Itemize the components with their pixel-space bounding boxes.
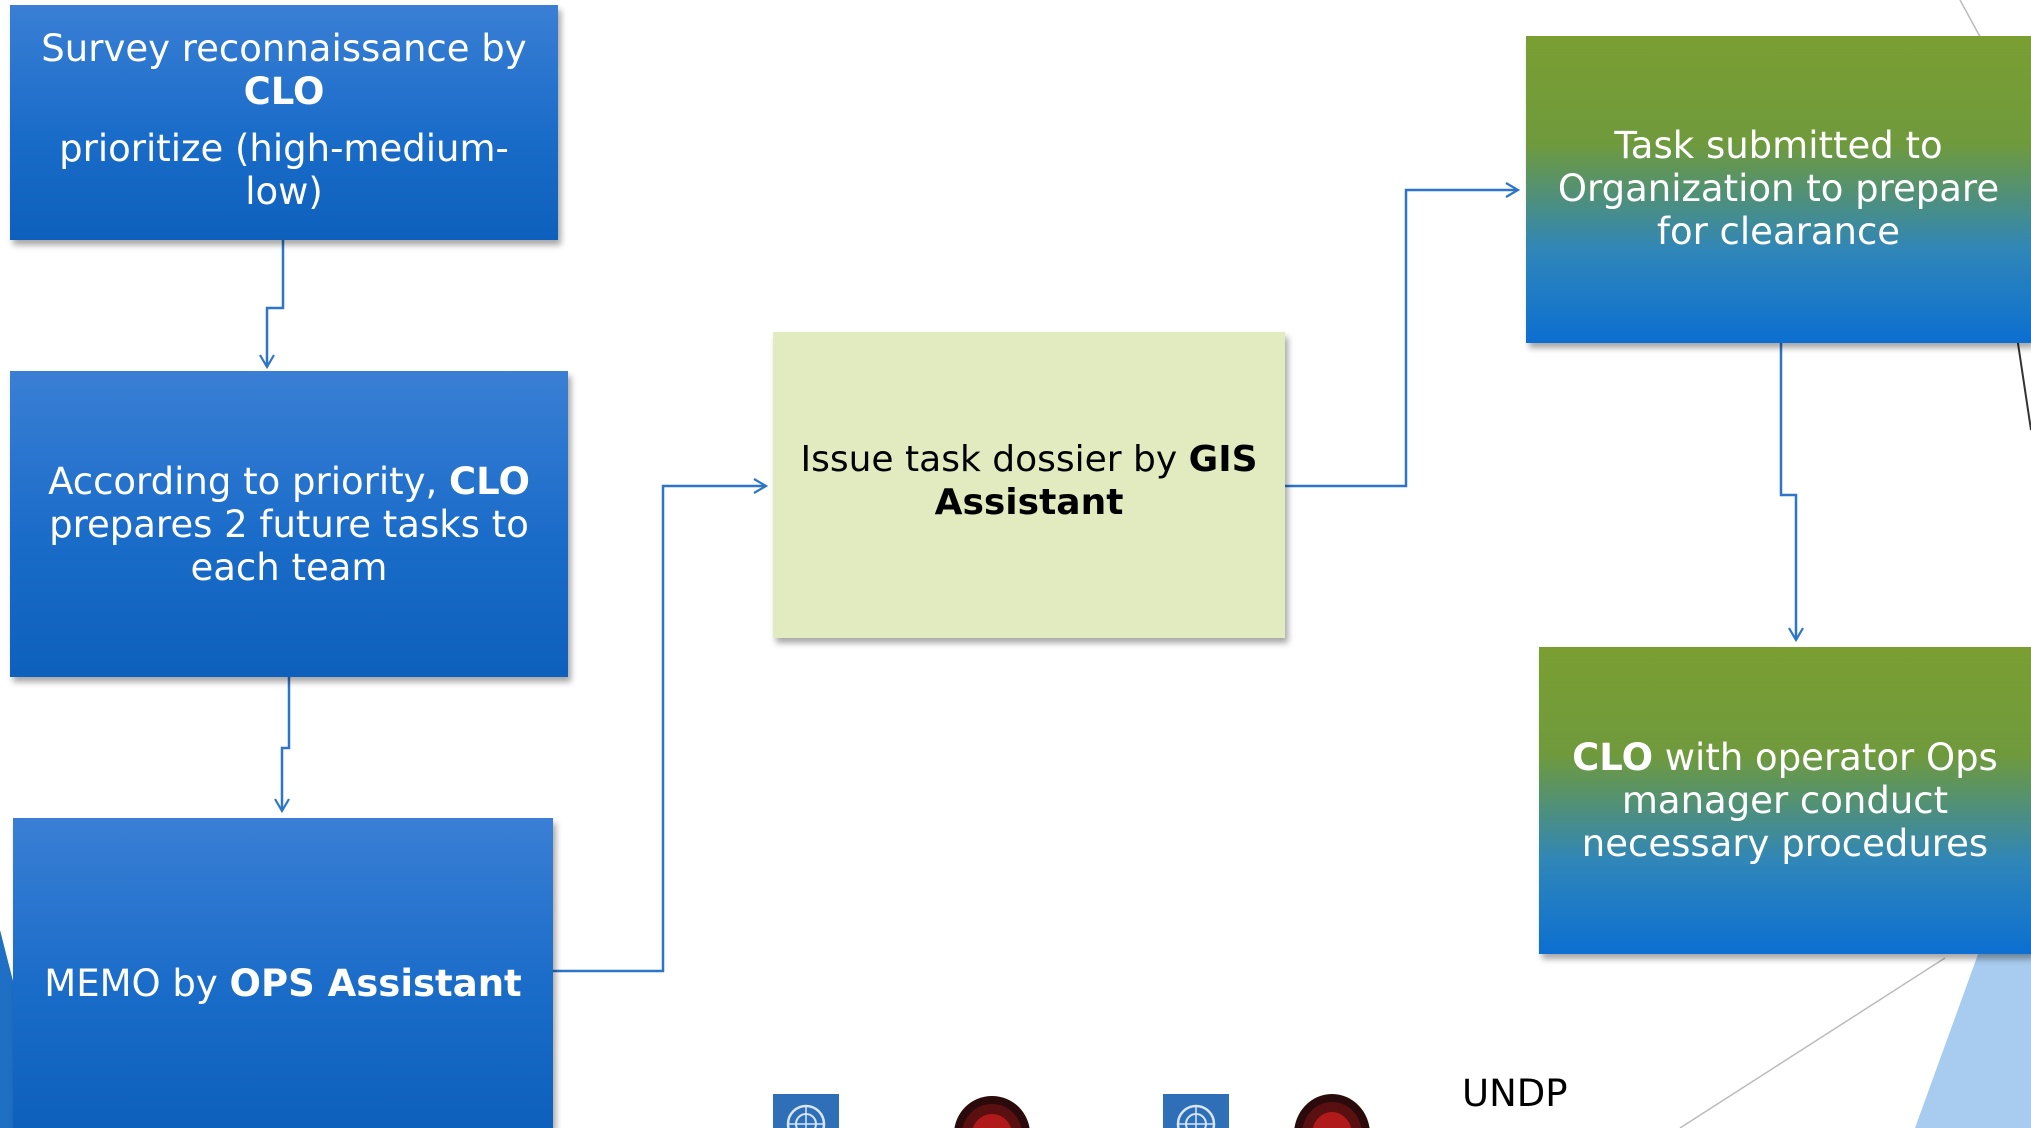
priority-line-2: prepares 2 future tasks to xyxy=(49,502,529,546)
dossier-strong-1: GIS xyxy=(1188,439,1258,480)
un-emblem-icon xyxy=(1163,1094,1229,1128)
accent-triangle-left xyxy=(0,930,14,1128)
clo-ops-suffix: with operator Ops xyxy=(1653,736,1998,779)
undp-label: UNDP xyxy=(1462,1072,1568,1115)
clo-ops-line-3: necessary procedures xyxy=(1581,822,1989,865)
survey-line-3: prioritize (high-medium- xyxy=(59,127,509,170)
decor-line-bottom xyxy=(1679,957,1946,1128)
clo-ops-line-2: manager conduct xyxy=(1621,779,1949,822)
step-clo-ops-box: CLO with operator Ops manager conduct ne… xyxy=(1539,647,2031,954)
step-dossier-box: Issue task dossier by GIS Assistant xyxy=(773,332,1285,638)
dossier-strong-2: Assistant xyxy=(934,482,1124,523)
decor-line-right xyxy=(2015,329,2031,431)
submitted-line-2: Organization to prepare xyxy=(1557,167,2000,210)
memo-line: MEMO by OPS Assistant xyxy=(44,962,521,1005)
step-memo-box: MEMO by OPS Assistant xyxy=(13,818,553,1128)
survey-line-1: Survey reconnaissance by xyxy=(41,27,527,70)
un-emblem-icon xyxy=(773,1094,839,1128)
memo-strong: OPS Assistant xyxy=(229,961,522,1005)
priority-strong: CLO xyxy=(449,459,530,503)
clo-ops-line-1: CLO with operator Ops xyxy=(1572,736,1998,779)
submitted-line-3: for clearance xyxy=(1656,210,1901,253)
accent-triangle-light xyxy=(1915,900,2031,1128)
memo-prefix: MEMO by xyxy=(44,961,230,1005)
mine-action-emblem-icon xyxy=(1294,1094,1370,1128)
priority-line-1: According to priority, CLO xyxy=(48,460,530,503)
dossier-line-1: Issue task dossier by GIS xyxy=(800,438,1257,481)
submitted-line-1: Task submitted to xyxy=(1614,124,1943,167)
priority-line-3: each team xyxy=(190,545,388,589)
step-survey-box: Survey reconnaissance by CLO prioritize … xyxy=(10,5,558,240)
step-submitted-box: Task submitted to Organization to prepar… xyxy=(1526,36,2031,343)
survey-line-4: low) xyxy=(245,170,323,213)
survey-line-2: CLO xyxy=(243,70,325,113)
clo-ops-strong: CLO xyxy=(1572,736,1654,779)
step-priority-box: According to priority, CLO prepares 2 fu… xyxy=(10,371,568,677)
mine-action-emblem-icon xyxy=(954,1096,1030,1128)
dossier-prefix: Issue task dossier by xyxy=(800,439,1189,480)
priority-prefix: According to priority, xyxy=(48,459,450,503)
